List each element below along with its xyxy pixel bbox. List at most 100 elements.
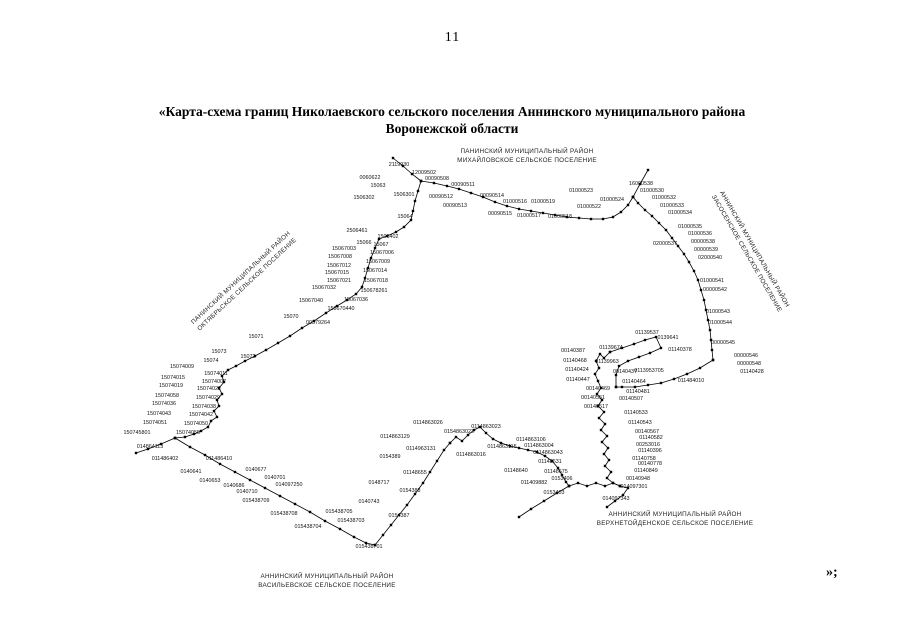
boundary-point-label: 12009502 — [412, 170, 436, 176]
boundary-point-label: 01000532 — [652, 195, 676, 201]
boundary-point-marker — [360, 285, 364, 289]
boundary-point-label: 15067 — [374, 242, 389, 248]
boundary-point-label: 15074043 — [147, 411, 171, 417]
boundary-point-label: 0114863016 — [456, 452, 486, 458]
boundary-point-marker — [597, 366, 601, 370]
boundary-point-marker — [576, 481, 580, 485]
boundary-point-marker — [611, 481, 615, 485]
boundary-point-marker — [626, 486, 630, 490]
boundary-point-label: 015438701 — [356, 544, 383, 550]
boundary-point-label: 0148717 — [369, 480, 390, 486]
boundary-point-marker — [541, 211, 545, 215]
boundary-point-label: 01140464 — [622, 379, 646, 385]
boundary-point-marker — [709, 338, 713, 342]
boundary-point-label: 15074011 — [204, 371, 228, 377]
boundary-point-marker — [708, 328, 712, 332]
boundary-point-label: 0154388 — [400, 488, 421, 494]
boundary-point-marker — [602, 452, 606, 456]
boundary-point-marker — [206, 425, 210, 429]
boundary-point-marker — [577, 216, 581, 220]
boundary-point-marker — [435, 459, 439, 463]
boundary-point-marker — [248, 478, 252, 482]
boundary-point-label: 0154863023 — [444, 429, 474, 435]
boundary-point-marker — [529, 507, 533, 511]
boundary-point-label: 15063 — [371, 183, 386, 189]
boundary-point-label: 15067015 — [325, 270, 349, 276]
boundary-point-label: 00140507 — [619, 396, 643, 402]
boundary-point-marker — [608, 350, 612, 354]
boundary-point-label: 014097250 — [276, 482, 303, 488]
boundary-point-label: 150678261 — [361, 288, 388, 294]
boundary-point-label: 015438709 — [243, 498, 270, 504]
boundary-point-marker — [288, 334, 292, 338]
boundary-point-label: 00140437 — [613, 369, 637, 375]
boundary-point-marker — [373, 246, 377, 250]
boundary-point-label: 00140551 — [581, 395, 605, 401]
boundary-point-marker — [134, 451, 138, 455]
boundary-point-label: 15072 — [241, 354, 256, 360]
boundary-point-label: 02000540 — [698, 255, 722, 261]
boundary-point-marker — [542, 499, 546, 503]
boundary-point-label: 0114863026 — [413, 420, 443, 426]
boundary-point-label: 15066 — [357, 240, 372, 246]
boundary-point-marker — [419, 179, 423, 183]
boundary-point-marker — [369, 256, 373, 260]
boundary-point-marker — [499, 441, 503, 445]
boundary-point-marker — [687, 260, 691, 264]
boundary-point-marker — [234, 364, 238, 368]
boundary-point-label: 0113953705 — [634, 368, 664, 374]
boundary-point-marker — [517, 207, 521, 211]
boundary-point-label: 015438703 — [338, 518, 365, 524]
boundary-point-marker — [448, 441, 452, 445]
boundary-point-marker — [704, 308, 708, 312]
boundary-point-label: 1506402 — [378, 234, 399, 240]
boundary-point-marker — [600, 440, 604, 444]
boundary-point-label: 01140378 — [668, 347, 692, 353]
boundary-point-label: 00090511 — [451, 182, 475, 188]
boundary-point-label: 01000543 — [706, 309, 730, 315]
boundary-point-label: 0140701 — [265, 475, 286, 481]
boundary-point-marker — [613, 499, 617, 503]
boundary-point-marker — [598, 352, 602, 356]
boundary-point-label: 16000538 — [629, 181, 653, 187]
boundary-point-marker — [646, 383, 650, 387]
boundary-point-marker — [220, 392, 224, 396]
boundary-point-label: 01148640 — [504, 468, 528, 474]
boundary-point-label: 01000519 — [531, 199, 555, 205]
boundary-point-marker — [481, 195, 485, 199]
boundary-point-label: 0114863004 — [524, 443, 554, 449]
boundary-point-label: 01000524 — [600, 197, 624, 203]
boundary-point-label: 00140387 — [561, 348, 585, 354]
boundary-point-label: 01000536 — [688, 231, 712, 237]
boundary-point-marker — [603, 422, 607, 426]
boundary-point-marker — [619, 210, 623, 214]
boundary-point-marker — [593, 372, 597, 376]
boundary-point-label: 01148655 — [403, 470, 427, 476]
boundary-point-marker — [493, 200, 497, 204]
boundary-point-label: 0153406 — [552, 476, 573, 482]
boundary-point-label: 0154389 — [380, 454, 401, 460]
boundary-point-label: 2506461 — [347, 228, 368, 234]
boundary-point-marker — [491, 437, 495, 441]
boundary-point-marker — [692, 269, 696, 273]
boundary-point-marker — [594, 359, 598, 363]
boundary-point-marker — [354, 292, 358, 296]
boundary-point-label: 15067032 — [312, 285, 336, 291]
boundary-point-label: 0114863043 — [533, 450, 563, 456]
boundary-point-marker — [401, 164, 405, 168]
boundary-point-marker — [589, 217, 593, 221]
boundary-point-marker — [609, 470, 613, 474]
boundary-point-label: 15074029 — [196, 395, 220, 401]
boundary-point-marker — [215, 398, 219, 402]
boundary-point-label: 15073 — [212, 349, 227, 355]
boundary-point-marker — [377, 237, 381, 241]
boundary-point-label: 00090512 — [429, 194, 453, 200]
boundary-point-marker — [226, 368, 230, 372]
boundary-point-marker — [529, 209, 533, 213]
boundary-point-label: 15074007 — [202, 379, 226, 385]
boundary-point-marker — [517, 446, 521, 450]
boundary-point-marker — [276, 341, 280, 345]
boundary-point-label: 015438705 — [326, 509, 353, 515]
